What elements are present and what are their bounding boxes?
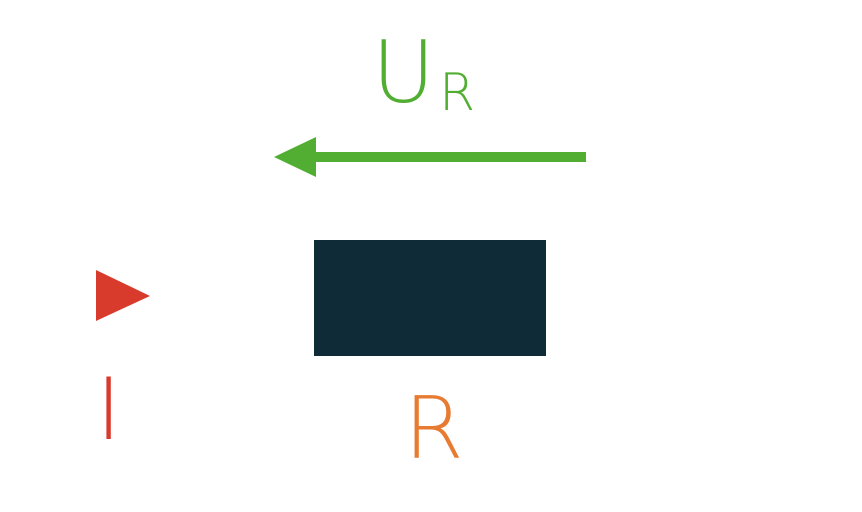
resistor-body — [314, 240, 546, 356]
voltage-arrow-head — [274, 137, 316, 177]
current-label-text: I — [96, 360, 122, 460]
current-label: I — [96, 360, 122, 460]
current-arrow-icon — [96, 270, 150, 321]
voltage-arrow — [274, 137, 586, 177]
voltage-symbol: U — [372, 23, 435, 123]
voltage-label: UR — [372, 30, 475, 119]
resistor-label: R — [404, 379, 464, 479]
voltage-subscript: R — [438, 63, 476, 123]
